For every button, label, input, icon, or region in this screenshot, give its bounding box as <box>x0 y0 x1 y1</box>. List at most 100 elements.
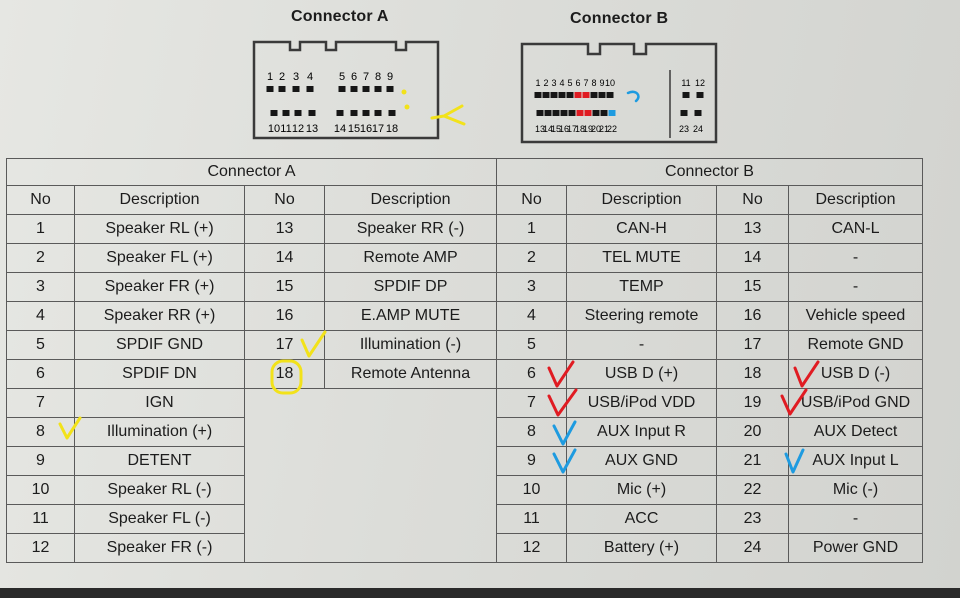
pin-number-cell: 13 <box>244 214 325 244</box>
pin-label: 18 <box>386 123 398 135</box>
pin-number-cell: 5 <box>496 330 567 360</box>
pin-description-cell: USB D (-) <box>788 359 923 389</box>
pin-number-cell: 2 <box>6 243 75 273</box>
pin-label: 4 <box>559 78 564 88</box>
connector-pin <box>266 86 274 92</box>
connector-a-title: Connector A <box>291 8 389 25</box>
pin-label: 9 <box>599 78 604 88</box>
connector-pin <box>682 92 690 98</box>
pin-description-cell: Illumination (+) <box>74 417 245 447</box>
connector-pin <box>270 110 278 116</box>
pin-description-cell: Battery (+) <box>566 533 717 563</box>
connector-pin <box>600 110 608 116</box>
connector-pin <box>278 86 286 92</box>
pin-label: 10 <box>605 78 615 88</box>
col-header-description: Description <box>566 185 717 215</box>
pin-description-cell: TEL MUTE <box>566 243 717 273</box>
pin-description-cell: - <box>788 243 923 273</box>
pin-description-cell: Speaker RL (-) <box>74 475 245 505</box>
col-header-description: Description <box>324 185 497 215</box>
connector-pin <box>542 92 550 98</box>
pin-label: 15 <box>348 123 360 135</box>
connector-pin <box>374 110 382 116</box>
pin-description-cell: CAN-L <box>788 214 923 244</box>
pin-number-cell: 19 <box>716 388 789 418</box>
pin-number-cell: 8 <box>496 417 567 447</box>
col-header-no: No <box>716 185 789 215</box>
pin-label: 8 <box>591 78 596 88</box>
pin-number-cell: 6 <box>496 359 567 389</box>
pin-description-cell: Speaker RR (-) <box>324 214 497 244</box>
pin-label: 18 <box>575 124 585 134</box>
connector-pin <box>694 110 702 116</box>
connector-pin <box>560 110 568 116</box>
pin-number-cell: 6 <box>6 359 75 389</box>
connector-pin <box>552 110 560 116</box>
pin-label: 22 <box>607 124 617 134</box>
connector-pin <box>536 110 544 116</box>
pin-label: 1 <box>267 71 273 83</box>
pin-label: 13 <box>535 124 545 134</box>
pin-number-cell: 9 <box>6 446 75 476</box>
pin-description-cell: Speaker FL (-) <box>74 504 245 534</box>
pin-description-cell: Steering remote <box>566 301 717 331</box>
pin-description-cell: DETENT <box>74 446 245 476</box>
pin-description-cell: Speaker RR (+) <box>74 301 245 331</box>
pin-description-cell: AUX GND <box>566 446 717 476</box>
pin-description-cell: USB/iPod GND <box>788 388 923 418</box>
pin-label: 10 <box>268 123 280 135</box>
pin-label: 11 <box>280 123 291 135</box>
connector-b-title: Connector B <box>570 10 669 27</box>
pin-description-cell: - <box>566 330 717 360</box>
pin-label: 2 <box>279 71 285 83</box>
pin-label: 7 <box>363 71 369 83</box>
connector-pin <box>584 110 592 116</box>
pin-label: 11 <box>681 78 690 88</box>
pin-number-cell: 15 <box>244 272 325 302</box>
pin-number-cell: 7 <box>6 388 75 418</box>
pin-label: 5 <box>339 71 345 83</box>
pin-number-cell: 4 <box>6 301 75 331</box>
pin-description-cell: USB D (+) <box>566 359 717 389</box>
connector-a-housing <box>252 40 440 140</box>
pin-number-cell: 20 <box>716 417 789 447</box>
pin-description-cell: SPDIF DN <box>74 359 245 389</box>
pin-description-cell: AUX Detect <box>788 417 923 447</box>
connector-pin <box>362 110 370 116</box>
pin-label: 1 <box>535 78 540 88</box>
pin-number-cell: 3 <box>6 272 75 302</box>
pin-label: 15 <box>551 124 561 134</box>
pin-label: 8 <box>375 71 381 83</box>
pin-label: 7 <box>583 78 588 88</box>
pin-description-cell: Power GND <box>788 533 923 563</box>
pin-description-cell: SPDIF GND <box>74 330 245 360</box>
connector-pin <box>606 92 614 98</box>
pin-number-cell: 17 <box>244 330 325 360</box>
pin-description-cell: - <box>788 272 923 302</box>
pin-description-cell: CAN-H <box>566 214 717 244</box>
pin-label: 17 <box>567 124 577 134</box>
pin-description-cell: SPDIF DP <box>324 272 497 302</box>
pin-description-cell: Mic (+) <box>566 475 717 505</box>
pin-description-cell: Speaker FR (-) <box>74 533 245 563</box>
connector-pin <box>558 92 566 98</box>
pin-label: 21 <box>599 124 609 134</box>
pin-number-cell: 15 <box>716 272 789 302</box>
pin-description-cell: Mic (-) <box>788 475 923 505</box>
pin-description-cell: USB/iPod VDD <box>566 388 717 418</box>
pin-description-cell: AUX Input L <box>788 446 923 476</box>
connector-pin <box>336 110 344 116</box>
pin-number-cell: 12 <box>6 533 75 563</box>
pin-number-cell: 16 <box>716 301 789 331</box>
connector-pin <box>568 110 576 116</box>
connector-pin <box>362 86 370 92</box>
pinout-table: Connector A Connector B No Description N… <box>6 158 923 563</box>
pin-description-cell: Remote AMP <box>324 243 497 273</box>
